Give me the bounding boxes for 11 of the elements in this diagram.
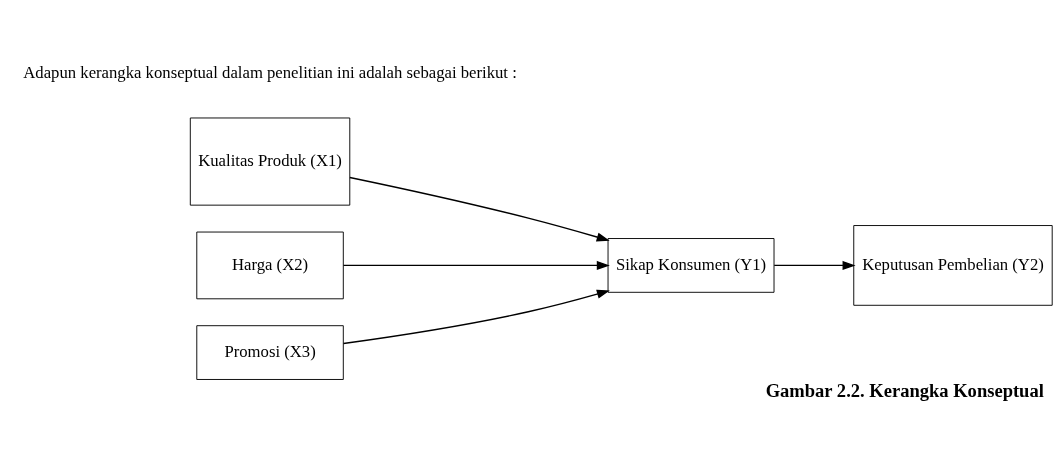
arrow xyxy=(342,289,610,345)
node-box: Kualitas Produk (X1) xyxy=(189,117,351,206)
node-box: Sikap Konsumen (Y1) xyxy=(607,238,775,293)
caption: Gambar 2.2. Kerangka Konseptual xyxy=(765,380,1044,402)
node-box: Promosi (X3) xyxy=(196,325,344,380)
arrow xyxy=(349,176,610,242)
arrow xyxy=(773,260,856,270)
node-box: Harga (X2) xyxy=(196,231,344,300)
arrow xyxy=(342,260,610,270)
label: Adapun kerangka konseptual dalam penelitian ini adalah sebagai berikut : xyxy=(23,63,517,83)
node-box: Keputusan Pembelian (Y2) xyxy=(853,225,1053,306)
